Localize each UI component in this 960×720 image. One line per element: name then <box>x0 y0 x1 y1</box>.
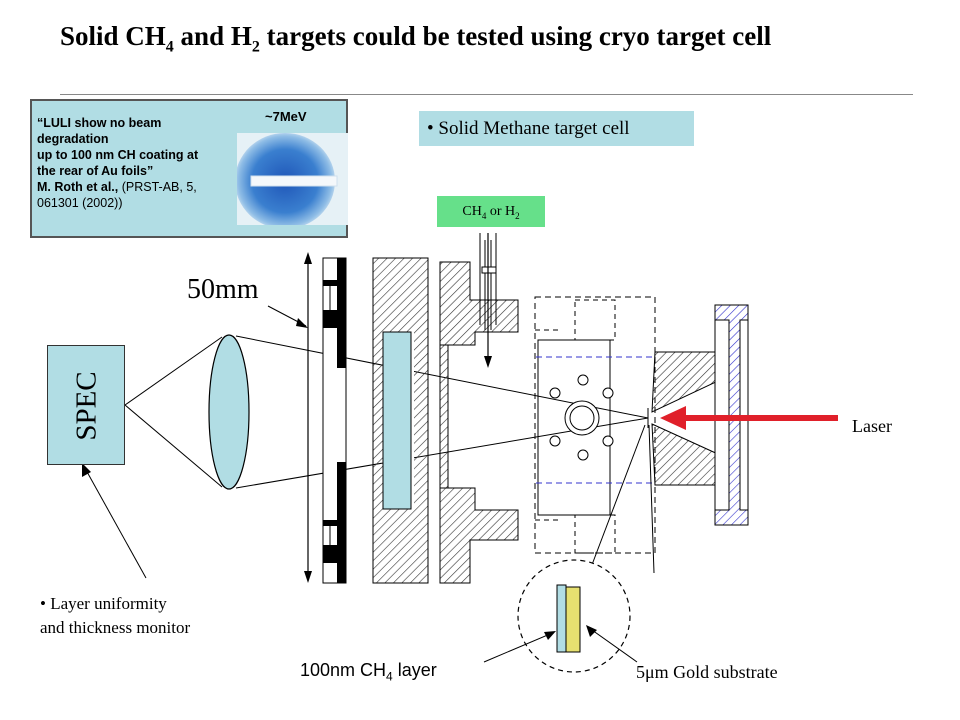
title-divider <box>60 94 913 95</box>
ch4-layer-strip <box>556 584 567 653</box>
laser-cone <box>651 351 721 486</box>
reference-quote: “LULI show no beam degradation up to 100… <box>37 116 199 210</box>
reference-quote-box: “LULI show no beam degradation up to 100… <box>30 99 348 238</box>
spectrometer-box: SPEC <box>47 345 125 465</box>
cell-body <box>439 261 519 584</box>
substrate-label-arrow <box>591 629 638 663</box>
page-title: Solid CH4 and H2 targets could be tested… <box>60 21 772 56</box>
laser-arrow-head <box>660 406 686 430</box>
gas-input-label: CH4 or H2 <box>437 196 545 227</box>
beam-energy-label: ~7MeV <box>265 109 307 124</box>
target-holder-outline <box>534 296 656 554</box>
window-flange <box>322 257 347 584</box>
monitor-arrow <box>85 469 147 579</box>
cell-holes <box>549 374 614 461</box>
gold-substrate-strip <box>565 586 581 653</box>
collection-lens <box>208 334 250 490</box>
inset-pointer-left <box>589 424 646 571</box>
monitor-label: • Layer uniformity and thickness monitor <box>40 594 191 637</box>
gas-inlet-tube <box>479 233 497 368</box>
layer-label-arrow <box>483 633 551 663</box>
ray-spec-lower <box>124 404 223 488</box>
laser-label: Laser <box>852 416 892 436</box>
methane-cell-label: • Solid Methane target cell <box>419 111 694 146</box>
window-frame <box>372 257 429 584</box>
ray-spec-upper <box>124 336 223 406</box>
spectrometer-label: SPEC <box>70 371 103 441</box>
inset-pointer-right <box>648 424 655 574</box>
beam-profile-image <box>237 133 348 225</box>
substrate-label: 5μm Gold substrate <box>636 662 778 682</box>
dimension-label: 50mm <box>187 274 259 305</box>
layer-label: 100nm CH4 layer <box>300 660 437 684</box>
